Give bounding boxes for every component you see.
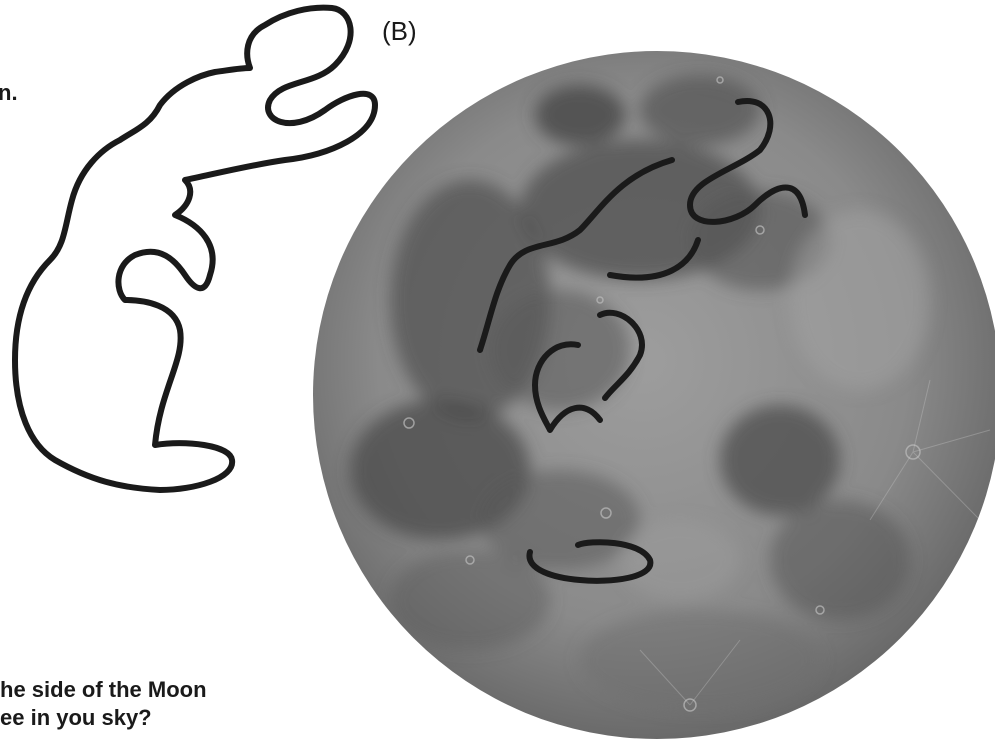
figure-text-fragment: n. — [0, 80, 18, 106]
moon-photo — [313, 51, 995, 739]
question-text: he side of the Moon ee in you sky? — [0, 676, 207, 732]
question-line-2: ee in you sky? — [0, 704, 207, 732]
question-line-1: he side of the Moon — [0, 676, 207, 704]
figure-label-b: (B) — [382, 16, 417, 47]
